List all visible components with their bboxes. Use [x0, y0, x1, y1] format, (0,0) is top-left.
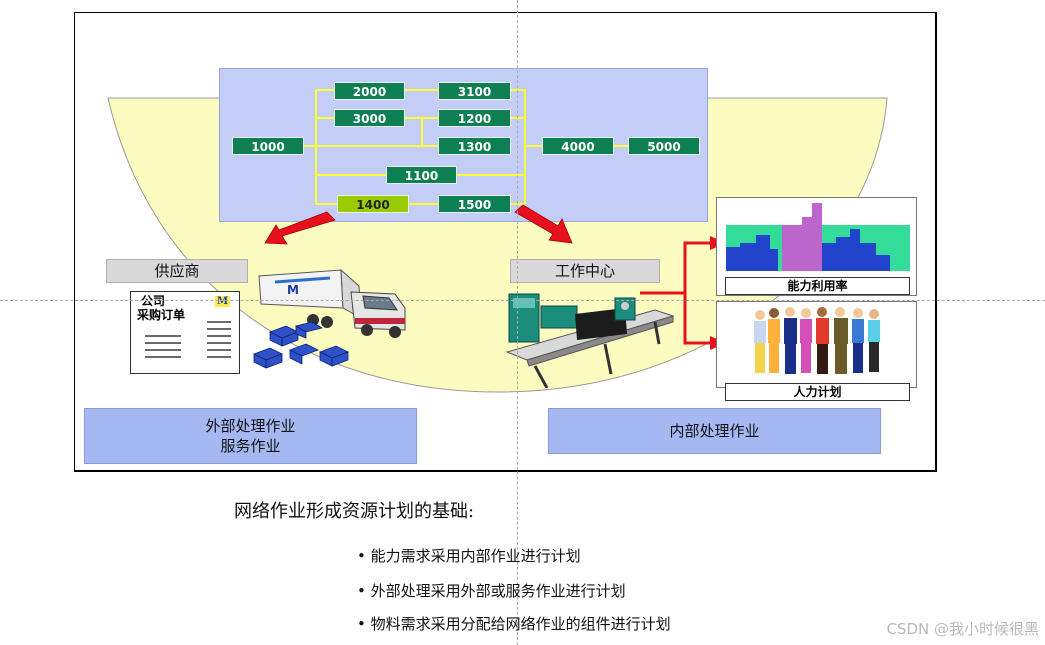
- network-node: 1200: [438, 109, 511, 127]
- network-node: 3100: [438, 82, 511, 100]
- order-doc-company: 公司: [141, 294, 166, 308]
- external-processing-box: 外部处理作业 服务作业: [84, 408, 417, 464]
- package-boxes-icon: [253, 322, 349, 369]
- summary-bullet: • 能力需求采用内部作业进行计划: [357, 547, 581, 565]
- internal-processing-box: 内部处理作业: [548, 408, 881, 454]
- internal-processing-label: 内部处理作业: [669, 422, 760, 440]
- summary-bullet: • 外部处理采用外部或服务作业进行计划: [357, 582, 626, 600]
- order-doc-logo: M: [215, 296, 231, 307]
- machine-tool-icon: [505, 293, 675, 388]
- network-node-highlighted: 1400: [337, 195, 409, 213]
- guide-line-vertical: [517, 0, 518, 645]
- hr-plan-caption: 人力计划: [725, 383, 910, 401]
- network-node: 1500: [438, 195, 511, 213]
- purchase-order-document: 公司 采购订单 M: [130, 291, 240, 374]
- external-processing-label: 外部处理作业: [205, 417, 296, 435]
- summary-bullet: • 物料需求采用分配给网络作业的组件进行计划: [357, 615, 671, 633]
- capacity-utilization-caption: 能力利用率: [725, 277, 910, 295]
- truck-icon: M: [258, 268, 406, 338]
- workcenter-label: 工作中心: [510, 259, 660, 283]
- guide-line-horizontal: [0, 300, 1045, 301]
- watermark: CSDN @我小时候很黑: [886, 620, 1039, 638]
- people-icon: [754, 307, 880, 374]
- network-node: 5000: [628, 137, 700, 155]
- supplier-label: 供应商: [106, 259, 248, 283]
- summary-title: 网络作业形成资源计划的基础:: [234, 501, 475, 522]
- network-node: 4000: [542, 137, 614, 155]
- order-doc-lines: [145, 321, 231, 358]
- network-node: 1100: [386, 166, 457, 184]
- network-node: 2000: [334, 82, 405, 100]
- network-node: 1300: [438, 137, 511, 155]
- bar-chart-icon: [726, 203, 910, 271]
- network-node: 3000: [334, 109, 405, 127]
- service-activity-label: 服务作业: [220, 437, 281, 455]
- diagram-frame: [74, 12, 937, 472]
- order-doc-title: 采购订单: [137, 308, 186, 322]
- hr-plan-panel: [716, 301, 917, 388]
- truck-logo-text: M: [287, 283, 299, 297]
- network-node: 1000: [232, 137, 304, 155]
